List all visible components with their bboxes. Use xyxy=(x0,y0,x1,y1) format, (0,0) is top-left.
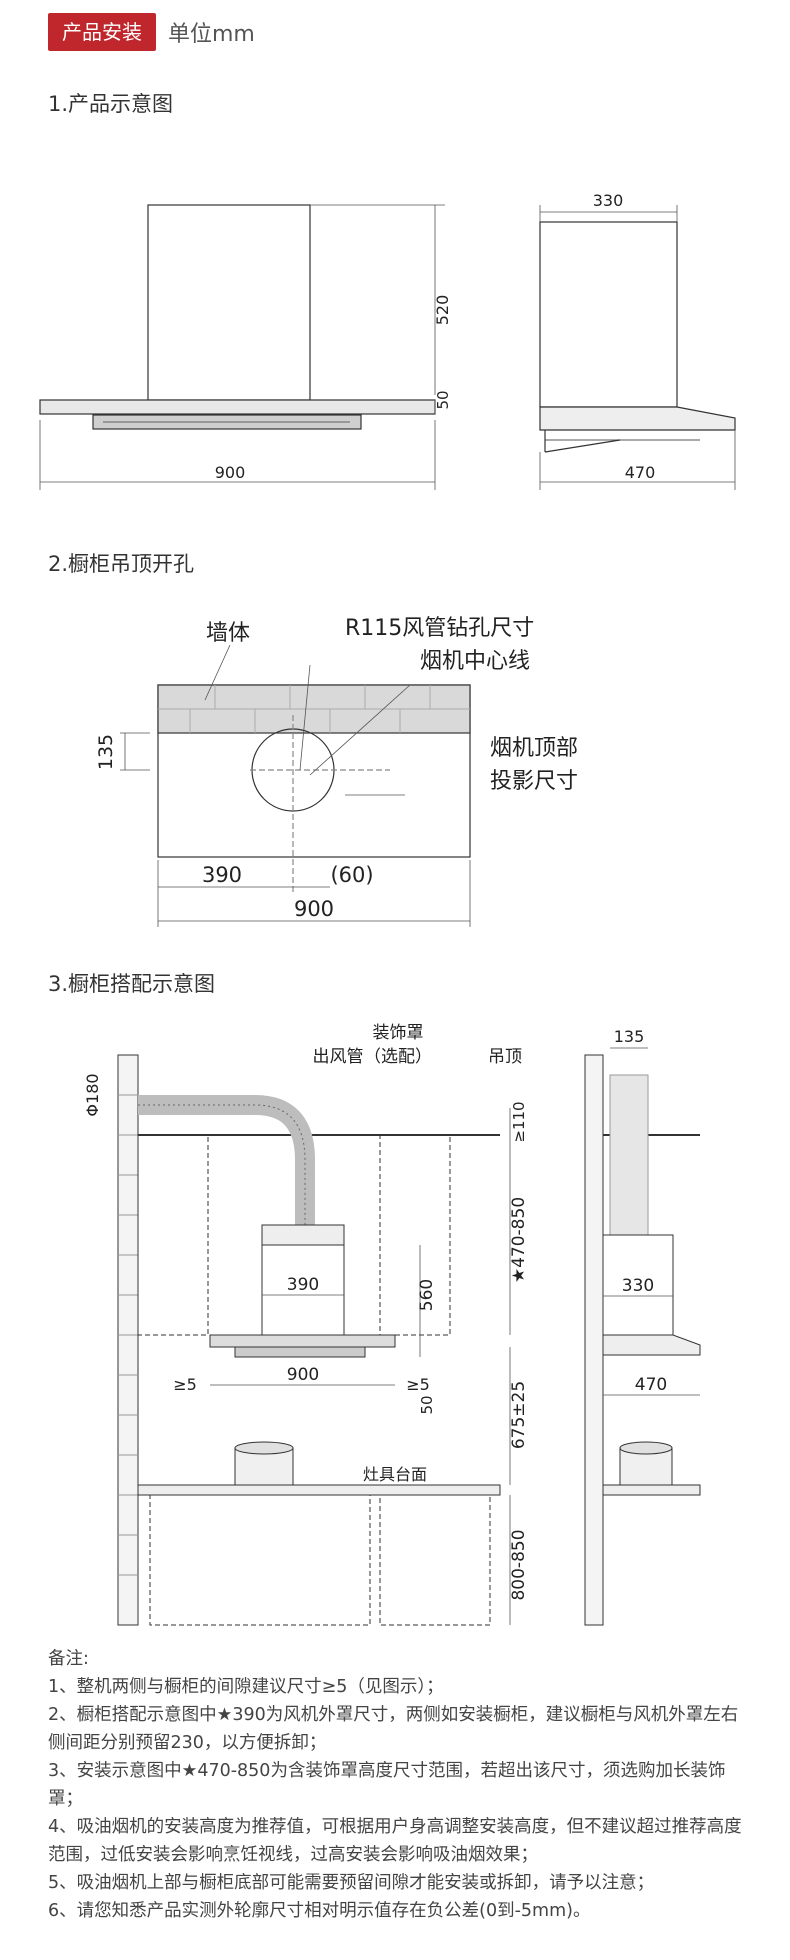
note-item: 1、整机两侧与橱柜的间隙建议尺寸≥5（见图示）； xyxy=(48,1677,444,1697)
install-notes: 备注: 1、整机两侧与橱柜的间隙建议尺寸≥5（见图示）； 2、橱柜搭配示意图中★… xyxy=(48,1645,748,1925)
dim-900: 900 xyxy=(215,463,246,482)
install-badge: 产品安装 xyxy=(48,13,156,51)
dim-50: 50 xyxy=(418,1395,436,1414)
dim-135: 135 xyxy=(95,734,117,770)
section-title-1: 1.产品示意图 xyxy=(48,92,174,116)
note-item: 5、吸油烟机上部与橱柜底部可能需要预留间隙才能安装或拆卸，请予以注意； xyxy=(48,1873,655,1893)
dim-900: 900 xyxy=(287,1365,319,1385)
cover-label-1: 装饰罩 xyxy=(373,1023,424,1043)
dim-390: 390 xyxy=(202,863,242,887)
dim-520: 520 xyxy=(433,295,452,326)
ge5-left-label: ≥5 xyxy=(173,1375,197,1394)
section-title-3: 3.橱柜搭配示意图 xyxy=(48,972,216,996)
side-dim-330: 330 xyxy=(622,1276,654,1296)
phi180-label: Φ180 xyxy=(83,1073,102,1116)
centerline-label: 烟机中心线 xyxy=(420,649,530,674)
ceiling-cutout-diagram: 墙体 R115风管钻孔尺寸 烟机中心线 烟机顶部 投影尺寸 135 390 (6… xyxy=(95,616,578,927)
wall-label: 墙体 xyxy=(206,621,250,646)
ge110-label: ≥110 xyxy=(510,1101,528,1142)
dim-330: 330 xyxy=(593,191,624,210)
projection-label-2: 投影尺寸 xyxy=(490,769,578,794)
ge5-right-label: ≥5 xyxy=(406,1375,430,1394)
note-item: 3、安装示意图中★470-850为含装饰罩高度尺寸范围，若超出该尺寸，须选购加长… xyxy=(48,1761,726,1809)
dim-390: 390 xyxy=(287,1275,319,1295)
notes-title: 备注: xyxy=(48,1649,89,1669)
section-title-2: 2.橱柜吊顶开孔 xyxy=(48,552,195,576)
side-dim-135: 135 xyxy=(614,1027,645,1046)
projection-label-1: 烟机顶部 xyxy=(490,736,578,761)
section-header: 产品安装 单位mm xyxy=(48,13,255,51)
cover-label-2: （选配） xyxy=(364,1047,432,1067)
note-item: 4、吸油烟机的安装高度为推荐值，可根据用户身高调整安装高度，但不建议超过推荐高度… xyxy=(48,1817,742,1865)
ceiling-label: 吊顶 xyxy=(488,1047,522,1067)
cabinet-diagram: 装饰罩 （选配） 出风管 吊顶 Φ180 ≥110 ★470-850 390 5… xyxy=(83,1023,701,1626)
duct-label: 出风管 xyxy=(313,1047,364,1067)
note-item: 2、橱柜搭配示意图中★390为风机外罩尺寸，两侧如安装橱柜，建议橱柜与风机外罩左… xyxy=(48,1705,739,1753)
front-chimney xyxy=(147,204,311,401)
dim-675: 675±25 xyxy=(509,1381,529,1449)
dim-900: 900 xyxy=(294,897,334,921)
note-item: 6、请您知悉产品实测外轮廓尺寸相对明示值存在负公差(0到-5mm)。 xyxy=(48,1901,591,1921)
dim-50: 50 xyxy=(434,390,452,409)
dim-470: 470 xyxy=(625,463,656,482)
side-chimney xyxy=(539,221,678,408)
side-canopy xyxy=(539,406,736,431)
dim-560: 560 xyxy=(417,1279,437,1311)
dim-60: (60) xyxy=(330,863,373,887)
side-dim-470: 470 xyxy=(635,1375,667,1395)
unit-label: 单位mm xyxy=(168,22,255,47)
r115-label: R115风管钻孔尺寸 xyxy=(345,616,534,641)
stove-label: 灶具台面 xyxy=(363,1465,427,1484)
product-diagram: 520 50 900 330 470 xyxy=(39,191,736,490)
dim-800-850: 800-850 xyxy=(509,1529,529,1600)
front-canopy xyxy=(39,399,436,415)
range-470-850-label: ★470-850 xyxy=(509,1197,529,1283)
